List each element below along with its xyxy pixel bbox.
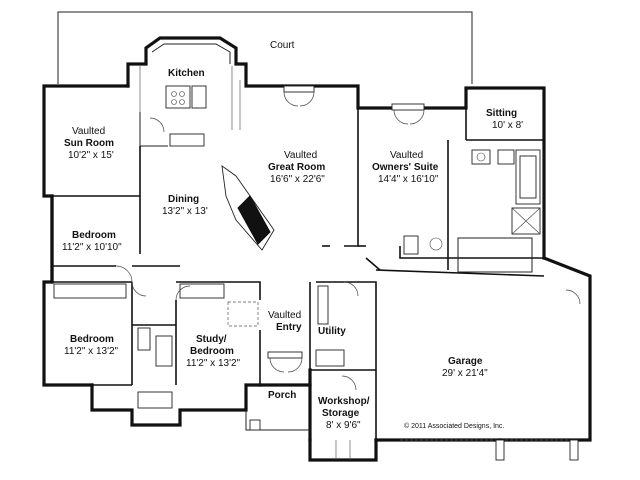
bedroom-low-name: Bedroom xyxy=(70,334,114,345)
sitting-label: Sitting 10' x 8' xyxy=(486,108,523,131)
copyright-text: © 2011 Associated Designs, Inc. xyxy=(404,422,504,430)
study-size: 11'2" x 13'2" xyxy=(186,358,241,369)
owners-suite-label: Vaulted Owners' Suite 14'4" x 16'10" xyxy=(372,150,439,185)
dining-size: 13'2" x 13' xyxy=(162,206,208,217)
sun-room-size: 10'2" x 15' xyxy=(68,150,114,161)
study-line1: Study/ xyxy=(196,334,227,345)
utility-label: Utility xyxy=(318,326,346,337)
bedroom-low-label: Bedroom 11'2" x 13'2" xyxy=(64,334,119,357)
great-room-size: 16'6" x 22'6" xyxy=(270,174,325,185)
porch-label: Porch xyxy=(268,390,296,401)
workshop-size: 8' x 9'6" xyxy=(326,420,361,431)
study-label: Study/ Bedroom 11'2" x 13'2" xyxy=(186,334,241,369)
garage-size: 29' x 21'4" xyxy=(442,368,488,379)
doors xyxy=(115,85,581,461)
garage-label: Garage 29' x 21'4" xyxy=(442,356,488,379)
porch xyxy=(245,410,310,431)
exterior-walls xyxy=(42,36,592,462)
owners-suite-size: 14'4" x 16'10" xyxy=(378,174,439,185)
workshop-label: Workshop/ Storage 8' x 9'6" xyxy=(318,396,370,431)
workshop-line2: Storage xyxy=(322,408,360,419)
sun-room-label: Vaulted Sun Room 10'2" x 15' xyxy=(64,126,114,161)
kitchen-label: Kitchen xyxy=(168,68,205,79)
entry-label: Vaulted Entry xyxy=(268,310,302,333)
owners-suite-name: Owners' Suite xyxy=(372,162,439,173)
study-line2: Bedroom xyxy=(190,346,234,357)
workshop-line1: Workshop/ xyxy=(318,396,370,407)
entry-name: Entry xyxy=(276,322,302,333)
sitting-size: 10' x 8' xyxy=(492,120,523,131)
fireplace xyxy=(221,165,275,251)
bedroom-mid-size: 11'2" x 10'10" xyxy=(62,242,122,253)
kitchen-bay xyxy=(139,43,241,147)
dining-label: Dining 13'2" x 13' xyxy=(162,194,208,217)
interior-walls xyxy=(44,108,545,440)
sitting-name: Sitting xyxy=(486,108,517,119)
great-room-prefix: Vaulted xyxy=(284,150,317,161)
bedroom-low-size: 11'2" x 13'2" xyxy=(64,346,119,357)
court-label: Court xyxy=(270,40,295,51)
sun-room-prefix: Vaulted xyxy=(72,126,105,137)
bedroom-mid-label: Bedroom 11'2" x 10'10" xyxy=(62,230,122,253)
great-room-name: Great Room xyxy=(268,162,325,173)
sun-room-name: Sun Room xyxy=(64,138,114,149)
bedroom-mid-name: Bedroom xyxy=(72,230,116,241)
garage-name: Garage xyxy=(448,356,483,367)
owners-suite-prefix: Vaulted xyxy=(390,150,423,161)
court-area xyxy=(57,11,473,84)
great-room-label: Vaulted Great Room 16'6" x 22'6" xyxy=(268,150,325,185)
entry-prefix: Vaulted xyxy=(268,310,301,321)
dining-name: Dining xyxy=(168,194,199,205)
